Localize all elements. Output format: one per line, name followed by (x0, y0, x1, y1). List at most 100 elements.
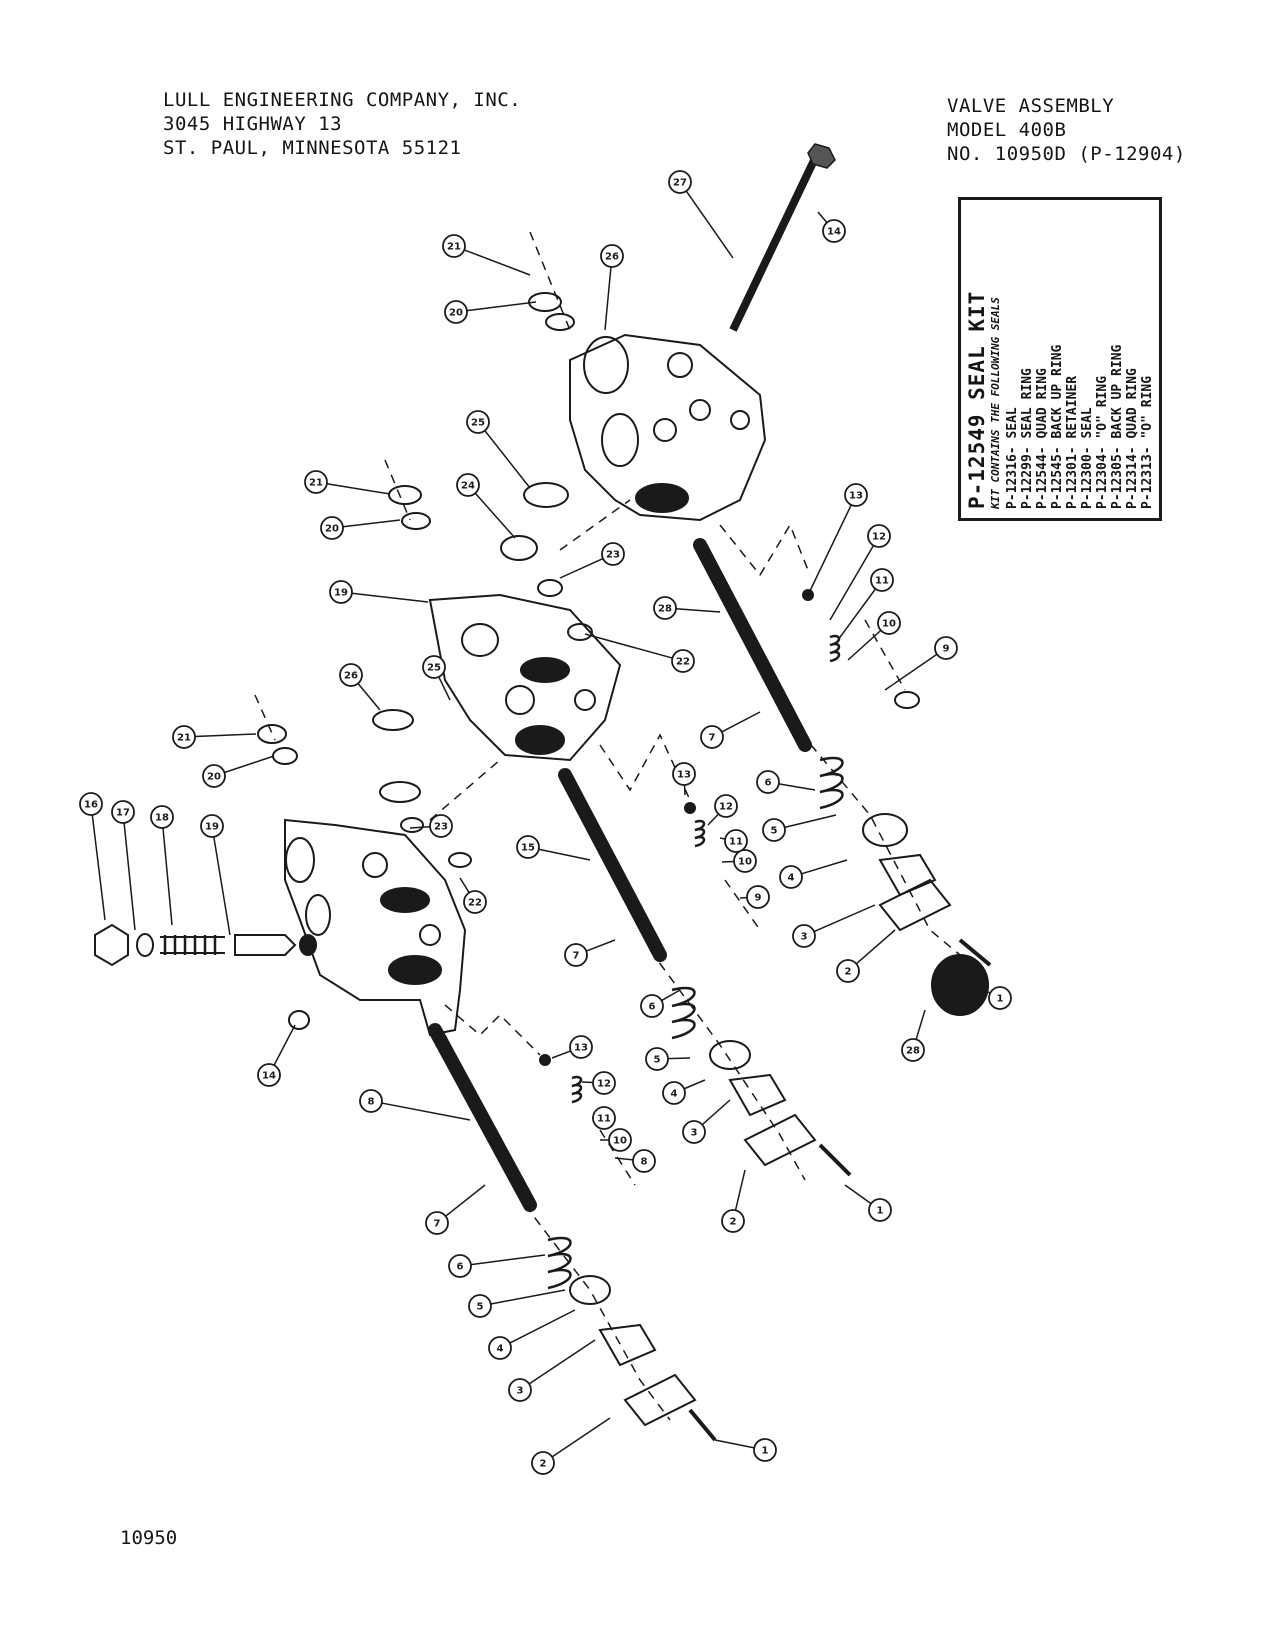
callout-label: 11 (597, 1114, 611, 1125)
leader-line (409, 825, 431, 829)
callout-circle (721, 1209, 745, 1233)
callout-11: 11 (592, 1106, 616, 1130)
callout-10: 10 (721, 849, 757, 873)
callout-13: 13 (672, 762, 696, 796)
callout-3: 3 (508, 1339, 596, 1402)
spool-middle (558, 768, 667, 962)
callout-6: 6 (640, 989, 681, 1018)
callout-circle (792, 924, 816, 948)
leader-line (342, 519, 401, 528)
company-city: ST. PAUL, MINNESOTA 55121 (163, 137, 462, 159)
bottom-valve-section (284, 818, 467, 1037)
callout-21: 21 (172, 725, 257, 749)
callout-8: 8 (614, 1149, 656, 1173)
leader-line (551, 1050, 571, 1059)
callout-5: 5 (762, 814, 837, 842)
leader-line (438, 676, 451, 701)
leader-line (675, 608, 721, 613)
callout-circle (640, 994, 664, 1018)
callout-label: 3 (517, 1386, 524, 1397)
callout-7: 7 (700, 711, 761, 749)
leader-line (466, 301, 537, 312)
callout-circle (822, 219, 846, 243)
leader-line (884, 653, 938, 691)
leader-line (801, 859, 848, 875)
callout-circle (672, 762, 696, 786)
leader-line (784, 814, 837, 829)
callout-label: 9 (755, 893, 762, 904)
callout-2: 2 (721, 1169, 746, 1233)
callout-label: 21 (309, 478, 323, 489)
leader-line (661, 989, 681, 1002)
drawing-title-block: VALVE ASSEMBLY MODEL 400B NO. 10950D (P-… (947, 94, 1186, 166)
leader-line (847, 629, 882, 661)
callout-circle (901, 1038, 925, 1062)
callout-circle (836, 959, 860, 983)
leader-line (721, 711, 761, 733)
callout-circle (632, 1149, 656, 1173)
callout-label: 4 (788, 873, 795, 884)
callout-27: 27 (668, 170, 734, 259)
callout-circle (724, 829, 748, 853)
callout-4: 4 (488, 1309, 576, 1360)
callout-9: 9 (884, 636, 958, 691)
callout-circle (200, 814, 224, 838)
leader-line (683, 1079, 706, 1090)
callout-label: 16 (84, 800, 98, 811)
callout-1: 1 (844, 1184, 892, 1222)
callout-circle (320, 516, 344, 540)
leader-line (528, 1339, 596, 1385)
leader-line (224, 755, 275, 774)
callout-11: 11 (719, 829, 748, 853)
callout-14: 14 (257, 1024, 296, 1087)
callout-21: 21 (304, 470, 391, 495)
middle-valve-section (428, 593, 622, 762)
callout-13: 13 (807, 483, 868, 596)
spool-rod (729, 150, 822, 332)
callout-23: 23 (559, 542, 625, 579)
callout-label: 11 (875, 576, 889, 587)
callout-20: 20 (202, 755, 275, 788)
callout-label: 14 (827, 227, 841, 238)
callout-label: 2 (730, 1217, 737, 1228)
leader-line (470, 1254, 546, 1266)
callout-label: 5 (654, 1055, 661, 1066)
company-street: 3045 HIGHWAY 13 (163, 113, 343, 135)
callout-3: 3 (682, 1099, 731, 1144)
callout-14: 14 (817, 211, 846, 243)
callout-23: 23 (409, 814, 453, 838)
callout-1: 1 (714, 1438, 777, 1462)
callout-label: 20 (449, 308, 463, 319)
callout-circle (488, 1336, 512, 1360)
callout-11: 11 (837, 568, 894, 641)
callout-13: 13 (551, 1035, 593, 1059)
callout-9: 9 (739, 885, 770, 909)
callout-circle (779, 865, 803, 889)
callout-circle (456, 473, 480, 497)
callout-label: 22 (468, 898, 482, 909)
callout-22: 22 (584, 633, 695, 673)
leader-line (721, 860, 735, 863)
callout-circle (868, 1198, 892, 1222)
callout-label: 12 (872, 532, 886, 543)
drawing-title: VALVE ASSEMBLY (947, 95, 1115, 117)
callout-label: 3 (691, 1128, 698, 1139)
springs (547, 634, 844, 1290)
callout-26: 26 (339, 663, 381, 711)
callout-label: 20 (207, 772, 221, 783)
callout-circle (592, 1106, 616, 1130)
callout-circle (934, 636, 958, 660)
callout-22: 22 (459, 877, 487, 914)
callout-circle (444, 300, 468, 324)
callout-circle (601, 542, 625, 566)
leader-line (837, 588, 877, 641)
leader-line (584, 633, 673, 659)
leader-line (581, 1081, 594, 1084)
leader-line (194, 733, 257, 738)
callout-label: 13 (849, 491, 863, 502)
callout-circle (756, 770, 780, 794)
leader-line (817, 211, 828, 224)
callout-15: 15 (516, 835, 591, 861)
callout-circle (111, 800, 135, 824)
callout-circle (668, 170, 692, 194)
